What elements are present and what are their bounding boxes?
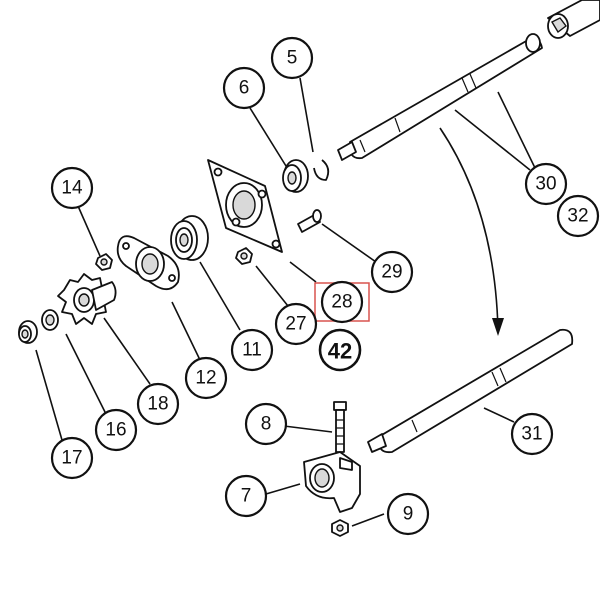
callout-5: 5 (270, 36, 314, 80)
callout-18-label: 18 (147, 394, 168, 415)
callout-16-label: 16 (105, 420, 126, 441)
nut-27 (235, 247, 253, 265)
callout-11-label: 11 (242, 340, 262, 361)
callout-32-label: 32 (567, 206, 588, 227)
callout-28: 28 (314, 280, 370, 324)
callout-18: 18 (136, 382, 180, 426)
callout-14-label: 14 (61, 178, 83, 199)
bolt-29 (297, 209, 322, 233)
callout-17-label: 17 (61, 448, 82, 469)
callout-28-label: 28 (331, 292, 352, 313)
bearing-11 (170, 215, 209, 261)
callout-9-label: 9 (403, 504, 414, 525)
callout-29: 29 (370, 250, 414, 294)
callout-14: 14 (50, 166, 94, 210)
callout-27: 27 (274, 302, 318, 346)
hex-coupling (547, 0, 600, 39)
callout-17: 17 (50, 436, 94, 480)
callout-32: 32 (556, 194, 600, 238)
callout-12: 12 (184, 356, 228, 400)
callout-7-label: 7 (241, 486, 252, 507)
washer-16 (41, 309, 59, 331)
callout-9: 9 (386, 492, 430, 536)
callout-30-label: 30 (535, 174, 556, 195)
callout-16: 16 (94, 408, 138, 452)
callout-27-label: 27 (285, 314, 306, 335)
callout-30: 30 (524, 162, 568, 206)
callout-8: 8 (244, 402, 288, 446)
callout-12-label: 12 (195, 368, 216, 389)
relation-arc-arrowhead (492, 318, 504, 336)
sprocket-18 (57, 273, 117, 325)
upper-shaft (337, 33, 543, 161)
snap-ring-5 (313, 159, 330, 181)
nut-17 (18, 320, 38, 344)
callout-11: 11 (230, 328, 274, 372)
nut-9 (331, 519, 349, 537)
callout-6: 6 (222, 66, 266, 110)
callout-29-label: 29 (381, 262, 402, 283)
mounting-plate (207, 159, 283, 253)
callout-7: 7 (224, 474, 268, 518)
leader-lines (35, 77, 537, 527)
group-label-42: 42 (318, 328, 362, 372)
callout-31-label: 31 (521, 424, 542, 445)
callout-8-label: 8 (261, 414, 272, 435)
callout-31: 31 (510, 412, 554, 456)
clamp-block-7 (303, 451, 361, 513)
bolt-8 (333, 401, 347, 453)
flange-12 (116, 235, 180, 291)
nut-14 (95, 253, 113, 271)
callout-5-label: 5 (287, 48, 298, 69)
relation-arc (439, 127, 499, 331)
bearing-6 (282, 159, 309, 193)
group-label-text: 42 (328, 339, 352, 364)
lower-shaft (367, 328, 574, 454)
callout-6-label: 6 (239, 78, 250, 99)
